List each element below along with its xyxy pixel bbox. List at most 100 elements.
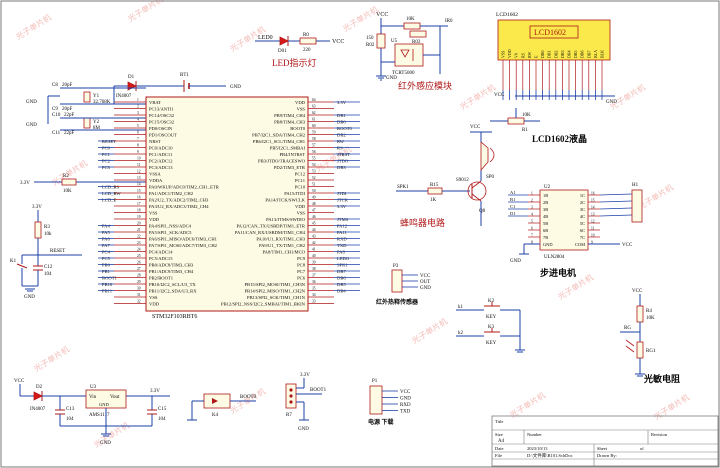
mcu-left-pin-number: 4 bbox=[137, 118, 139, 122]
pyro-section-title: 红外热释传感器 bbox=[376, 298, 419, 306]
mcu-right-pin-label: PA9/U1_TX/TIM1_CH2 bbox=[259, 243, 306, 248]
mcu-left-pin-label: PC4/ADC14 bbox=[149, 249, 173, 254]
mcu-left-pin-label: VSS bbox=[149, 210, 158, 215]
mcu-right-pin-label: VSS bbox=[297, 106, 306, 111]
cap-c8-value: 20pF bbox=[62, 83, 73, 88]
mcu-left-pin-number: 1 bbox=[137, 98, 139, 102]
mcu-right-pin-number: 43 bbox=[312, 235, 316, 239]
mcu-left-pin-number: 14 bbox=[137, 183, 141, 187]
mcu-right-pin-label: PB5/I2C1_SMBAI bbox=[270, 145, 306, 150]
ir-sensor-block: VCC 10K IR0 R03 150 R02 U5 TCRT5000 GND … bbox=[366, 12, 453, 91]
mcu-right-pin-label: PB4/JNTRST bbox=[279, 152, 305, 157]
buzzer-speaker-ref: SP0 bbox=[486, 175, 495, 180]
driver-left-num: 6 bbox=[531, 226, 533, 230]
mcu-right-pin-number: 46 bbox=[312, 215, 316, 219]
buzzer-transistor-icon bbox=[467, 181, 487, 201]
driver-left-pin: 6B bbox=[543, 228, 548, 233]
driver-left-num: 5 bbox=[531, 219, 533, 223]
download-section-title: 电源 下载 bbox=[368, 418, 394, 426]
boot-block: K4 BOOT0 R7 BOOT1 3.3V GND bbox=[187, 373, 327, 432]
watermark-text: 光子单片机 bbox=[126, 0, 165, 24]
lcd-pin-label: DB1 bbox=[547, 50, 552, 58]
regulator-vout: Vout bbox=[110, 395, 120, 400]
crystal-gnd-label-bottom: GND bbox=[26, 123, 37, 128]
power-out-label: 3.3V bbox=[150, 389, 160, 394]
lcd-pin-label: VSS bbox=[501, 51, 506, 58]
crystal-y1 bbox=[83, 91, 91, 103]
driver-right-num: 11 bbox=[591, 226, 595, 230]
ldr-photoresistor bbox=[636, 341, 644, 359]
lcd-ref: LCD1602 bbox=[496, 12, 518, 18]
driver-left-num: 3 bbox=[531, 205, 533, 209]
driver-input-net: C1 bbox=[510, 204, 516, 209]
watermark-text: 光子单片机 bbox=[32, 344, 71, 374]
lcd-contrast-resistor bbox=[507, 117, 525, 125]
driver-left-pin: 4B bbox=[543, 214, 548, 219]
lcd-pin-label: DB2 bbox=[553, 50, 558, 58]
ldr-block: VCC R4 10K RG RG1 光敏电阻 bbox=[620, 289, 680, 384]
driver-right-pin: 7C bbox=[580, 235, 585, 240]
mcu-left-pin-number: 15 bbox=[137, 189, 141, 193]
reset-cap-value: 104 bbox=[44, 272, 52, 277]
reset-gnd-label: GND bbox=[24, 295, 35, 300]
mcu-right-pin-number: 40 bbox=[312, 254, 316, 258]
mcu-left-pin-label: PA7/SPI1_MOSI/ADC7/TIM3_CH2 bbox=[149, 243, 218, 248]
mcu-right-pin-number: 62 bbox=[312, 111, 316, 115]
led-vcc-label: VCC bbox=[332, 39, 344, 45]
cap-c11-ref: C11 bbox=[52, 131, 61, 136]
mcu-left-pin-label: PB0/ADC8/TIM3_CH3 bbox=[149, 262, 194, 267]
mcu-right-pin-label: PC9 bbox=[297, 256, 306, 261]
mcu-right-pin-label: PB12/SPI2_NSS/I2C2_SMBAI/TIM1_BKIN bbox=[221, 301, 306, 306]
ir-resistor-top-value: 10K bbox=[406, 17, 415, 22]
mcu-right-pin-label: PA12/CAN_TX/USBDP/TIM1_ETR bbox=[237, 223, 306, 228]
mcu-right-pin-label: PA8/TIM1_CH1/MCO bbox=[263, 249, 306, 254]
vdda-supply-label: 3.3V bbox=[20, 181, 30, 186]
buzzer-resistor-value: 1K bbox=[430, 198, 437, 203]
mcu-left-pin-label: PB1/ADC9/TIM3_CH4 bbox=[149, 269, 194, 274]
size-value: A4 bbox=[498, 439, 505, 444]
mcu-left-pin-number: 2 bbox=[137, 105, 139, 109]
vdda-resistor-value: 10K bbox=[63, 189, 72, 194]
mcu-left-pin-number: 17 bbox=[137, 202, 141, 206]
mcu-left-pin-label: PB11/I2C2_SDA/U3_RX bbox=[149, 288, 197, 293]
watermark-text: 光子单片机 bbox=[608, 82, 647, 112]
mcu-right-pin-number: 34 bbox=[312, 293, 316, 297]
mcu-left-pin-number: 11 bbox=[137, 163, 141, 167]
driver-left-pin: 5B bbox=[543, 221, 548, 226]
mcu-left-pin-label: PB10/I2C2_SCL/U3_TX bbox=[149, 282, 196, 287]
mcu-right-pin-label: PC8 bbox=[297, 262, 306, 267]
mcu-left-pin-label: PC14/OSC32 bbox=[149, 113, 175, 118]
mcu-right-pin-number: 64 bbox=[312, 98, 316, 102]
mcu-left-pin-number: 32 bbox=[137, 300, 141, 304]
lcd-pin-label: DB7 bbox=[586, 50, 591, 58]
ir-part-name: TCRT5000 bbox=[392, 71, 415, 76]
key-k1-net: k1 bbox=[458, 305, 464, 310]
driver-right-num: 10 bbox=[591, 233, 595, 237]
ir-vcc-label: VCC bbox=[376, 12, 388, 18]
buzzer-section-title: 蜂鸣器电路 bbox=[400, 217, 445, 228]
mcu-right-pin-label: BOOT0 bbox=[290, 126, 306, 131]
date-label: Date bbox=[495, 446, 504, 451]
mcu-left-pin-number: 28 bbox=[137, 274, 141, 278]
driver-input-net: D1 bbox=[510, 211, 516, 216]
buzzer-vcc-label: VCC bbox=[470, 125, 481, 130]
mcu-right-pin-number: 55 bbox=[312, 157, 316, 161]
sheet-label: Sheet bbox=[597, 446, 608, 451]
mcu-left-pin-label: VBAT bbox=[149, 100, 161, 105]
download-ref: P1 bbox=[372, 379, 378, 384]
driver-input-net: B1 bbox=[510, 197, 516, 202]
mcu-left-pin-number: 6 bbox=[137, 131, 139, 135]
lcd-title: LCD1602 bbox=[534, 28, 566, 37]
mcu-left-pin-number: 21 bbox=[137, 228, 141, 232]
key-k2-net: k2 bbox=[458, 331, 464, 336]
led-resistor-value: 220 bbox=[303, 48, 311, 53]
ir-resistor-r02 bbox=[376, 33, 386, 49]
mcu-left-pin-label: PC0/ADC10 bbox=[149, 145, 173, 150]
driver-right-num: 12 bbox=[591, 219, 595, 223]
